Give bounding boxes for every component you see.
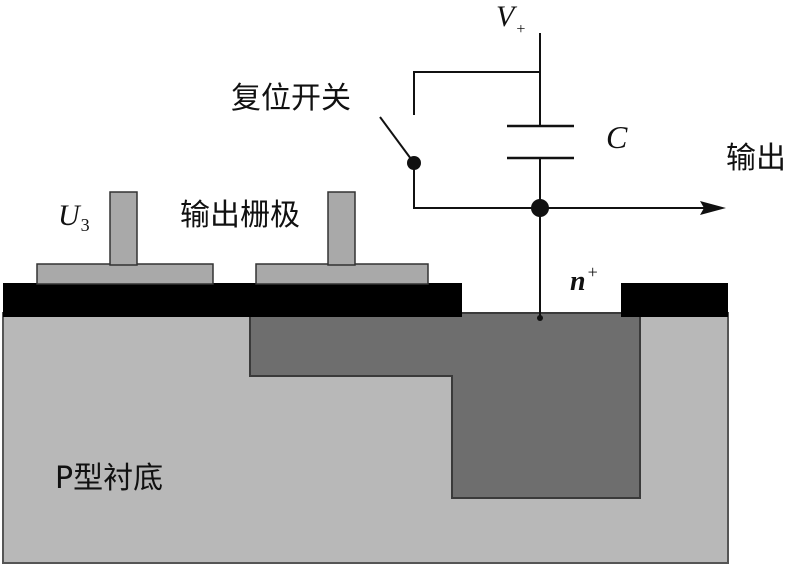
u3-gate-plate [36,263,214,285]
u3-gate-contact [109,191,138,266]
substrate-label: P型衬底 [55,461,164,496]
vplus-subscript: + [516,21,526,38]
n-plus-label: n+ [570,262,598,300]
switch-lower-wire [413,163,540,209]
u3-letter: U [58,199,80,232]
n-plus-letter: n [570,266,586,297]
oxide-layer-right [622,283,728,317]
oxide-opening-edge [460,283,623,317]
output-gate-plate [255,263,429,285]
vplus-letter: V [496,0,515,33]
vplus-label: V+ [496,0,526,39]
oxide-layer-left [3,283,461,317]
output-arrow-head [700,201,726,215]
output-node-dot [531,199,549,217]
switch-arm [379,116,415,164]
reset-switch-label: 复位开关 [231,81,351,116]
output-gate-label: 输出栅极 [180,198,300,233]
switch-upper-wire [413,71,540,115]
output-label: 输出 [726,141,786,176]
u3-label: U3 [58,199,90,236]
capacitor-label: C [606,119,628,155]
n-plus-contact-dot [537,315,543,321]
n-plus-superscript: + [587,262,598,282]
u3-subscript: 3 [80,215,90,235]
output-gate-contact [327,191,356,266]
